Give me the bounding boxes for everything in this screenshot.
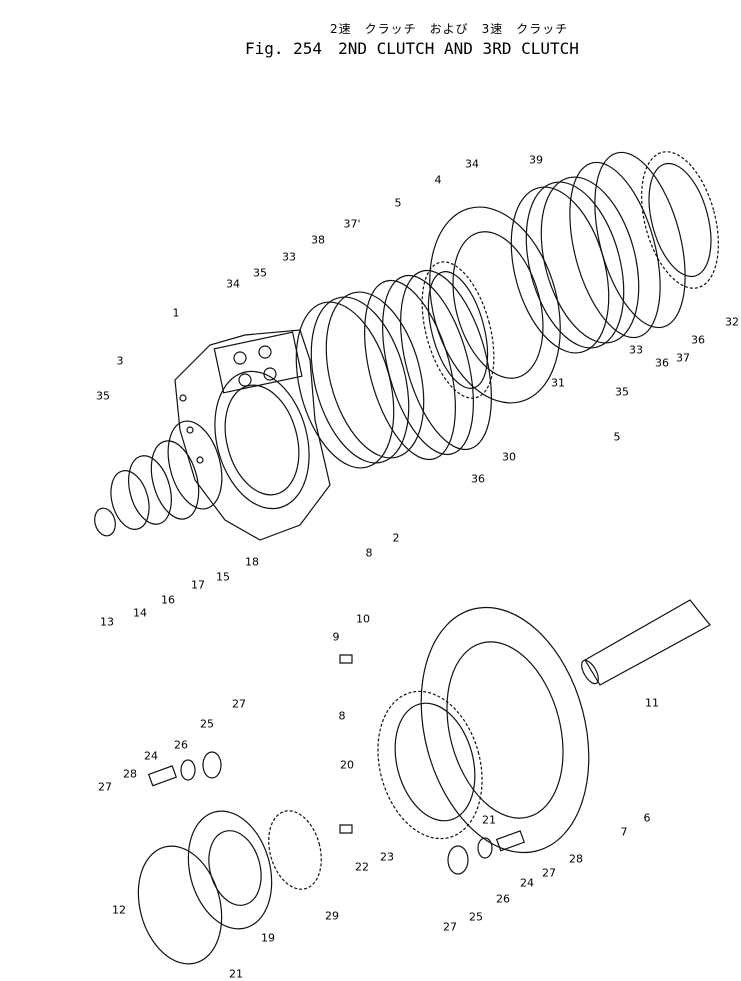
separator-disc-4 (409, 192, 581, 417)
callout-14: 14 (133, 606, 147, 620)
snap-ring-21 (126, 837, 234, 974)
callout-19: 19 (261, 931, 275, 945)
callout-12: 12 (112, 903, 126, 917)
callout-36a: 36 (471, 472, 485, 486)
planet-carrier-20 (362, 680, 497, 851)
callout-36b: 36 (655, 356, 669, 370)
callout-35a: 35 (96, 389, 110, 403)
callout-35c: 35 (615, 385, 629, 399)
flange-6 (395, 589, 614, 872)
clutch-drum (280, 281, 441, 479)
clutch-plates-rear (553, 143, 702, 348)
callout-37: 37 (676, 351, 690, 365)
callout-5a: 5 (394, 196, 402, 210)
callout-26b: 26 (496, 892, 510, 906)
callout-31: 31 (551, 376, 565, 390)
figure-subtitle-jp: 2速 クラッチ および 3速 クラッチ (330, 22, 569, 36)
callout-24b: 24 (520, 876, 534, 890)
callout-21a: 21 (482, 813, 496, 827)
callout-20: 20 (340, 758, 354, 772)
pinion-parts-right (448, 831, 524, 874)
callout-4: 4 (434, 173, 442, 187)
callout-18: 18 (245, 555, 259, 569)
callout-38: 38 (311, 233, 325, 247)
callout-6: 6 (643, 811, 651, 825)
callout-28a: 28 (123, 767, 137, 781)
figure-title: Fig. 254 2ND CLUTCH AND 3RD CLUTCH (245, 39, 579, 58)
clutch-drum-rear (495, 166, 656, 364)
callout-37-prime: 37' (343, 217, 361, 231)
callout-27b: 27 (98, 780, 112, 794)
callout-27d: 27 (443, 920, 457, 934)
clutch-plates-front (348, 261, 509, 469)
callout-10: 10 (356, 612, 370, 626)
callout-27c: 27 (542, 866, 556, 880)
clutch-housing (175, 330, 330, 540)
pinion-parts-left (149, 752, 221, 786)
callout-16: 16 (161, 593, 175, 607)
callout-5b: 5 (613, 430, 621, 444)
gear-29 (260, 805, 329, 895)
ring-gear-32 (628, 143, 732, 296)
shaft-11 (578, 600, 710, 686)
callout-32: 32 (725, 315, 739, 329)
callout-34b: 34 (226, 277, 240, 291)
callout-26a: 26 (174, 738, 188, 752)
ring-gear-30 (409, 254, 507, 406)
callout-22: 22 (355, 860, 369, 874)
callout-17: 17 (191, 578, 205, 592)
callout-29: 29 (325, 909, 339, 923)
callout-25a: 25 (200, 717, 214, 731)
callout-9: 9 (332, 630, 340, 644)
callout-24a: 24 (144, 749, 158, 763)
callout-7: 7 (620, 825, 628, 839)
callout-25b: 25 (469, 910, 483, 924)
bolts (340, 655, 352, 833)
callout-33a: 33 (282, 250, 296, 264)
callout-33b: 33 (629, 343, 643, 357)
callout-11: 11 (645, 696, 659, 710)
callout-35b: 35 (253, 266, 267, 280)
callout-23: 23 (380, 850, 394, 864)
callout-21b: 21 (229, 967, 243, 981)
callout-3: 3 (116, 354, 124, 368)
bearing-stack (92, 415, 231, 538)
callout-28b: 28 (569, 852, 583, 866)
callout-27a: 27 (232, 697, 246, 711)
callout-8b: 8 (338, 709, 346, 723)
carrier-19 (176, 802, 284, 939)
callout-30: 30 (502, 450, 516, 464)
callout-8a: 8 (365, 546, 373, 560)
callout-15: 15 (216, 570, 230, 584)
callout-13: 13 (100, 615, 114, 629)
callout-2: 2 (392, 531, 400, 545)
callout-39: 39 (529, 153, 543, 167)
callout-1: 1 (172, 306, 180, 320)
callout-36c: 36 (691, 333, 705, 347)
callout-34a: 34 (465, 157, 479, 171)
